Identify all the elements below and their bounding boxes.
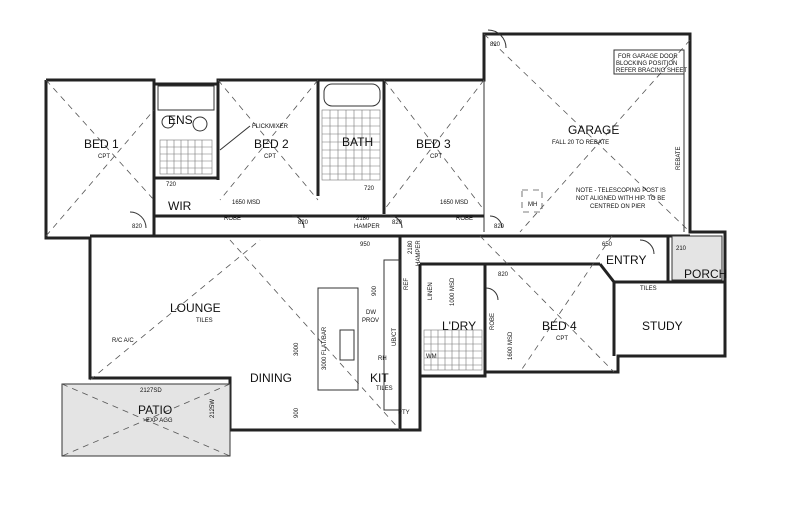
label-robe-1: ROBE	[224, 216, 241, 222]
label-wm: WM	[426, 354, 437, 360]
room-dining: DINING	[250, 371, 292, 385]
label-msd-1: 1650 MSD	[232, 200, 261, 206]
label-820-b: 820	[298, 220, 309, 226]
label-rh: RH	[378, 356, 387, 362]
room-wir: WIR	[168, 199, 192, 213]
label-ub: UB/CT	[392, 328, 398, 346]
label-slider: 2127SD	[140, 388, 162, 394]
label-720: 720	[166, 182, 177, 188]
room-entry-floor: TILES	[640, 286, 657, 292]
room-bed2-floor: CPT	[264, 154, 276, 160]
room-study: STUDY	[642, 319, 683, 333]
label-3000: 3000	[294, 342, 300, 356]
label-msd-bath: 720	[364, 186, 375, 192]
label-ac: R/C A/C	[112, 338, 134, 344]
label-1000: 1000 MSD	[450, 277, 456, 306]
label-900-a: 900	[372, 285, 378, 296]
label-2180-b: 2180	[408, 240, 414, 254]
room-lounge-floor: TILES	[196, 318, 213, 324]
door-swings	[129, 29, 655, 301]
island-bench	[317, 287, 359, 391]
toilet	[192, 116, 208, 132]
note-garage-door-2: BLOCKING POSITION	[616, 61, 677, 67]
kitchen-sink	[339, 329, 355, 361]
room-bed2: BED 2	[254, 137, 289, 151]
note-post-3: CENTRED ON PIER	[590, 204, 646, 210]
room-bed4: BED 4	[542, 319, 577, 333]
ensuite-vanity	[157, 85, 215, 111]
roof-lines	[45, 33, 691, 431]
room-kit-floor: TILES	[376, 386, 393, 392]
room-garage-fall: FALL 20 TO REBATE	[552, 140, 609, 146]
label-820-a: 820	[132, 224, 143, 230]
label-mh: MH	[528, 202, 537, 208]
room-bed3-floor: CPT	[430, 154, 442, 160]
label-1600: 1600 MSD	[508, 331, 514, 360]
laundry-tiles	[423, 329, 483, 371]
label-210: 210	[676, 246, 687, 252]
label-rebate: REBATE	[676, 146, 682, 170]
room-porch: PORCH	[684, 267, 727, 281]
kitchen-bench	[383, 259, 401, 411]
label-820-e: 820	[490, 42, 501, 48]
patio-area	[61, 383, 231, 457]
label-2180: 2180	[356, 216, 370, 222]
label-robe-2: ROBE	[456, 216, 473, 222]
room-bath: BATH	[342, 135, 373, 149]
label-linen: LINEN	[428, 282, 434, 300]
room-lounge: LOUNGE	[170, 301, 221, 315]
label-hamper: HAMPER	[354, 224, 380, 230]
label-hamper-2: HAMPER	[416, 240, 422, 266]
ensuite-tiles	[159, 139, 213, 175]
room-garage: GARAGE	[568, 123, 619, 137]
label-msd-2: 1650 MSD	[440, 200, 469, 206]
label-slider-2: 2125W	[210, 399, 216, 418]
room-ldry: L'DRY	[442, 319, 476, 333]
label-robe-3: ROBE	[490, 313, 496, 330]
note-post-1: NOTE - TELESCOPING POST IS	[576, 188, 666, 194]
label-ref: REF	[404, 278, 410, 290]
room-kit: KIT	[370, 371, 389, 385]
note-post-2: NOT ALIGNED WITH HIP. TO BE	[576, 196, 665, 202]
room-patio-sub: EXP AGG	[146, 418, 173, 424]
bath-tiles	[321, 109, 381, 181]
label-bar: 3000 FLAT/BAR	[322, 326, 328, 370]
label-820-f: 820	[498, 272, 509, 278]
label-flickmixer: FLICKMIXER	[252, 124, 289, 130]
room-bed1-floor: CPT	[98, 154, 110, 160]
label-650: 650	[602, 242, 613, 248]
label-900-b: 900	[294, 407, 300, 418]
label-prov: PROV	[362, 318, 379, 324]
room-ens: ENS	[168, 113, 193, 127]
room-patio: PATIO	[138, 403, 172, 417]
label-dw: DW	[366, 310, 376, 316]
label-pty: PTY	[398, 410, 410, 416]
room-bed1: BED 1	[84, 137, 119, 151]
label-820-d: 820	[494, 224, 505, 230]
note-garage-door-1: FOR GARAGE DOOR	[618, 54, 678, 60]
bathtub	[323, 83, 381, 107]
manhole	[521, 189, 543, 213]
note-garage-door-3: REFER BRACING SHEET	[616, 68, 687, 74]
room-bed3: BED 3	[416, 137, 451, 151]
label-820-c: 820	[392, 220, 403, 226]
basin	[161, 115, 175, 129]
room-bed4-floor: CPT	[556, 336, 568, 342]
porch-area	[671, 235, 723, 281]
label-950: 950	[360, 242, 371, 248]
room-entry: ENTRY	[606, 253, 646, 267]
